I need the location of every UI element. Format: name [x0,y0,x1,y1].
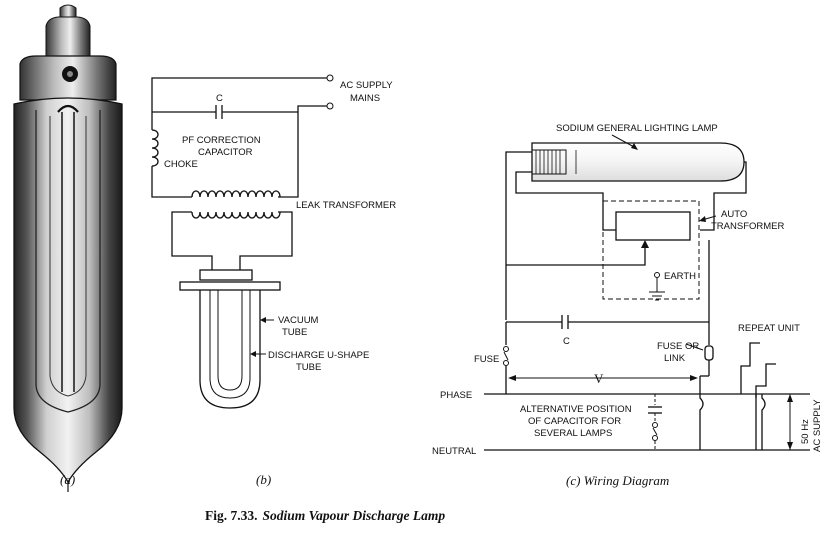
choke-label: CHOKE [164,159,198,170]
pf-correction-label: PF CORRECTION [182,135,261,146]
vacuum-tube-label: TUBE [282,327,307,338]
repeat-unit-label: REPEAT UNIT [738,323,800,334]
fuse-or-label: FUSE OR [657,341,699,352]
figure-title: Sodium Vapour Discharge Lamp [263,508,446,523]
auto-transformer-box [615,211,691,241]
ac-supply-label: AC SUPPLY [340,80,393,91]
voltage-v-label: V [594,371,604,386]
ac-terminal-top [326,74,334,82]
sodium-lamp-tube [531,142,745,182]
mains-label: MAINS [350,93,380,104]
alt-position-line3: SEVERAL LAMPS [534,428,612,439]
choke-coil [151,129,159,167]
capacitor-label: CAPACITOR [198,147,253,158]
leak-transformer-label: LEAK TRANSFORMER [296,200,396,211]
alt-position-line2: OF CAPACITOR FOR [528,416,621,427]
panel-b-label: (b) [256,472,271,487]
circuit-b [151,74,334,409]
discharge-tube-label: TUBE [296,362,321,373]
u-tube [199,290,261,409]
figure-number: Fig. 7.33. [205,508,258,523]
hz-label: 50 Hz [800,419,811,444]
panel-c-label: (c) Wiring Diagram [566,473,669,488]
capacitor-c-label-b: C [216,93,223,104]
ac-terminal-bottom [326,102,334,110]
transformer-label: TRANSFORMER [711,221,785,232]
panel-a-label: (a) [60,472,75,487]
transformer-primary [191,190,281,198]
vacuum-label: VACUUM [278,315,319,326]
link-label: LINK [664,353,686,364]
capacitor-c-label: C [563,336,570,347]
transformer-secondary [191,211,281,219]
earth-label: EARTH [664,271,696,282]
phase-label: PHASE [440,390,472,401]
wiring-diagram [484,134,810,451]
auto-transformer-enclosure [602,200,700,300]
neutral-label: NEUTRAL [432,446,476,457]
fuse-label: FUSE [474,354,499,365]
alt-position-line1: ALTERNATIVE POSITION [520,404,632,415]
figure-caption: Fig. 7.33. Sodium Vapour Discharge Lamp [205,508,445,523]
sodium-lamp-label: SODIUM GENERAL LIGHTING LAMP [556,123,718,134]
auto-label: AUTO [721,209,747,220]
ac-supply-c-label: AC SUPPLY [812,399,823,452]
discharge-label: DISCHARGE U-SHAPE [268,350,369,361]
lamp-illustration [13,4,123,492]
